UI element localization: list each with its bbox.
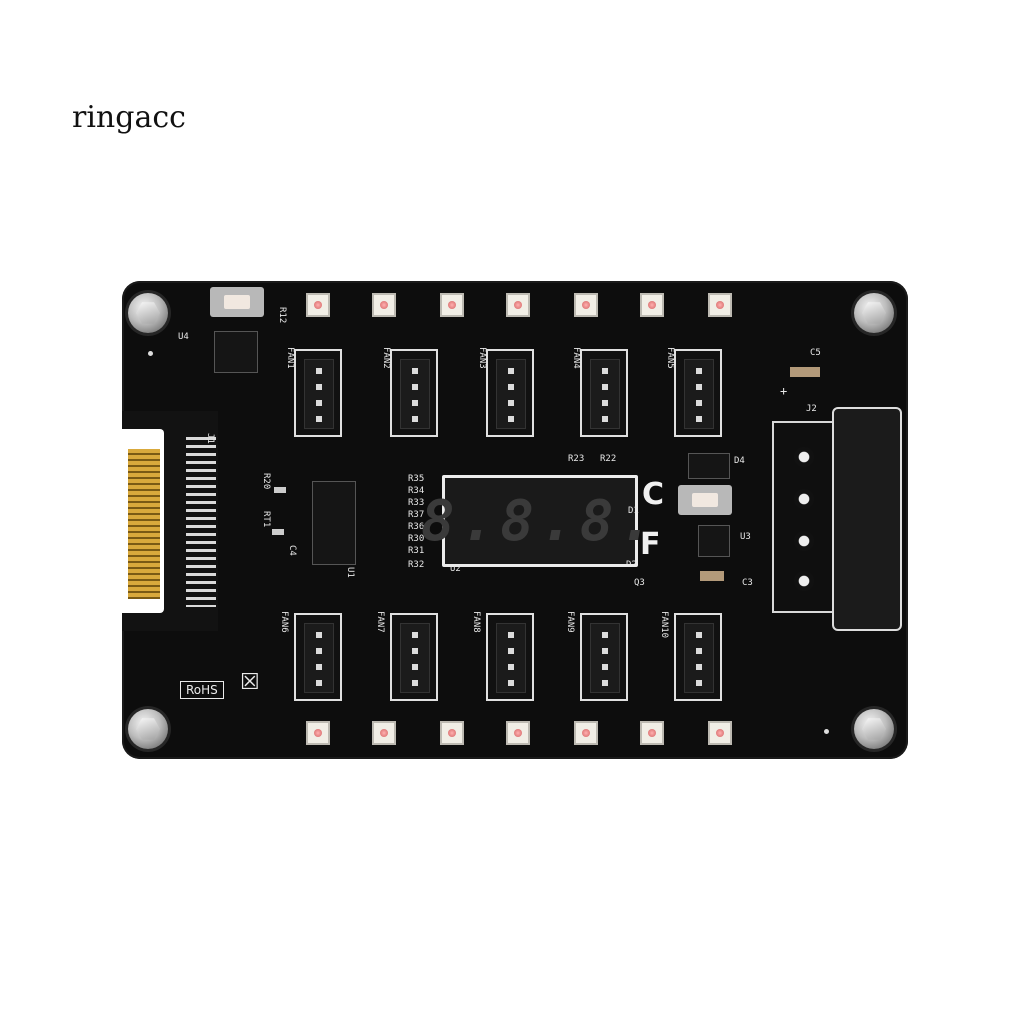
board-dot: [824, 729, 829, 734]
label-fan10: FAN10: [659, 611, 669, 639]
label-u2: U2: [450, 564, 461, 574]
label-d1: D1: [628, 506, 639, 516]
smd-thermistor: [272, 529, 284, 535]
tactile-switch-top: [210, 287, 264, 317]
weee-bin-icon: ☒: [240, 670, 260, 695]
mounting-screw-top-right: [854, 293, 894, 333]
label-r37: R37: [408, 510, 425, 520]
smd-resistor: [274, 487, 286, 493]
rgb-led: [574, 721, 598, 745]
fan-controller-pcb: U4 R12 FAN1 FAN2 FAN3 FAN4 FAN5 FAN6 FAN…: [122, 281, 908, 759]
fan-header-2: [390, 349, 438, 437]
unit-fahrenheit: F: [640, 527, 661, 562]
display-digits: 8.8.8.: [420, 488, 660, 554]
label-plus: +: [780, 384, 788, 398]
fan-header-3: [486, 349, 534, 437]
label-r30: R30: [408, 534, 425, 544]
seven-segment-display: 8.8.8.: [421, 475, 653, 567]
sata-power-connector: [122, 411, 218, 631]
label-fan2: FAN2: [381, 347, 391, 369]
diode-d4: [688, 453, 730, 479]
label-c3: C3: [742, 578, 753, 588]
rgb-led: [506, 721, 530, 745]
rohs-mark: RoHS: [180, 681, 224, 699]
rgb-led: [306, 721, 330, 745]
label-c4: C4: [287, 545, 297, 556]
label-j1: J1: [205, 433, 215, 444]
chip-u1: [312, 481, 356, 565]
label-r22: R22: [600, 454, 617, 464]
rgb-led: [640, 721, 664, 745]
label-q3: Q3: [634, 578, 645, 588]
rgb-led: [440, 721, 464, 745]
label-fan7: FAN7: [375, 611, 385, 633]
label-r12: R12: [277, 307, 287, 324]
mounting-screw-bottom-right: [854, 709, 894, 749]
label-rt1: RT1: [261, 511, 271, 528]
tactile-switch-mode: [678, 485, 732, 515]
rgb-led: [640, 293, 664, 317]
molex-power-connector: [772, 407, 902, 631]
fan-header-10: [674, 613, 722, 701]
label-fan1: FAN1: [285, 347, 295, 369]
label-r32: R32: [408, 560, 425, 570]
fan-header-5: [674, 349, 722, 437]
capacitor-c5: [790, 367, 820, 377]
label-fan6: FAN6: [279, 611, 289, 633]
unit-celsius: C: [642, 477, 665, 512]
fan-header-6: [294, 613, 342, 701]
rgb-led: [708, 721, 732, 745]
label-r34: R34: [408, 486, 425, 496]
fan-header-4: [580, 349, 628, 437]
label-r36: R36: [408, 522, 425, 532]
rgb-led: [574, 293, 598, 317]
mounting-screw-top-left: [128, 293, 168, 333]
rgb-led: [306, 293, 330, 317]
label-c5: C5: [810, 348, 821, 358]
label-fan9: FAN9: [565, 611, 575, 633]
fan-header-9: [580, 613, 628, 701]
label-r31: R31: [408, 546, 425, 556]
label-r35: R35: [408, 474, 425, 484]
label-fan8: FAN8: [471, 611, 481, 633]
label-u1: U1: [345, 567, 355, 578]
rgb-led: [506, 293, 530, 317]
chip-u3: [698, 525, 730, 557]
chip-u4: [214, 331, 258, 373]
rgb-led: [440, 293, 464, 317]
label-u3: U3: [740, 532, 751, 542]
label-r23: R23: [568, 454, 585, 464]
rgb-led: [708, 293, 732, 317]
fan-header-7: [390, 613, 438, 701]
capacitor-c3: [700, 571, 724, 581]
label-fan3: FAN3: [477, 347, 487, 369]
label-r20: R20: [261, 473, 271, 490]
label-fan4: FAN4: [571, 347, 581, 369]
fan-header-8: [486, 613, 534, 701]
label-fan5: FAN5: [665, 347, 675, 369]
label-d4: D4: [734, 456, 745, 466]
board-dot: [148, 351, 153, 356]
label-d2: D2: [626, 560, 637, 570]
mounting-screw-bottom-left: [128, 709, 168, 749]
rgb-led: [372, 293, 396, 317]
brand-watermark: ringacc: [72, 100, 186, 135]
label-u4: U4: [178, 332, 189, 342]
label-j2: J2: [806, 404, 817, 414]
fan-header-1: [294, 349, 342, 437]
label-r33: R33: [408, 498, 425, 508]
rgb-led: [372, 721, 396, 745]
